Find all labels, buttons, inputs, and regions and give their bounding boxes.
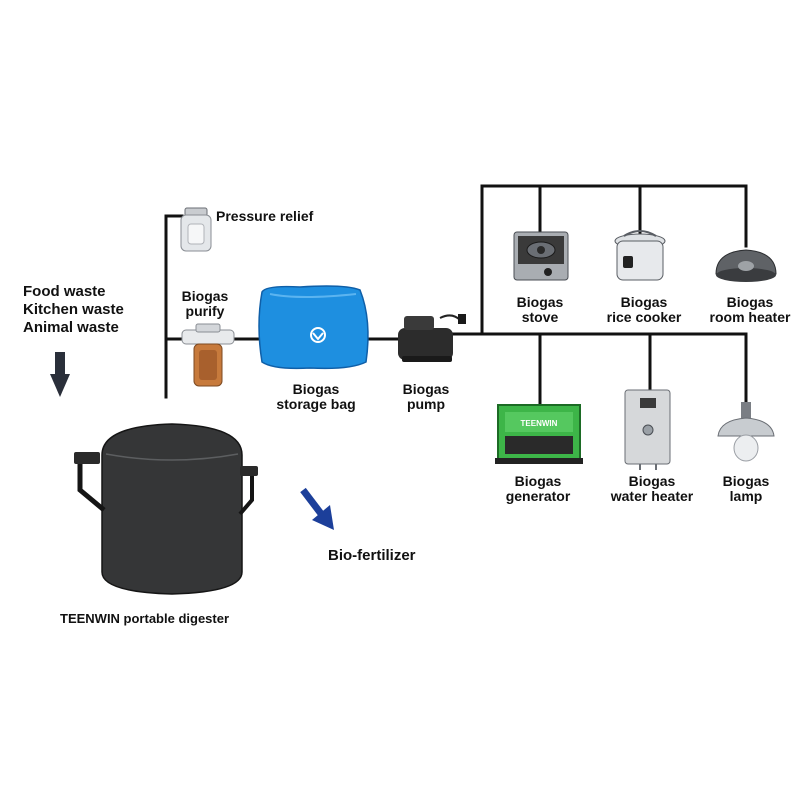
water-heater-label-line1: Biogas [628, 473, 676, 489]
down-arrow-icon [50, 352, 70, 397]
lamp-label-line1: Biogas [722, 473, 770, 489]
biofertilizer-label: Bio-fertilizer [328, 547, 416, 564]
generator-label-line1: Biogas [514, 473, 562, 489]
rice-cooker [614, 230, 666, 281]
purifier-label-line2: purify [185, 303, 225, 319]
lamp-label: Biogas lamp [714, 474, 778, 504]
pressure-relief-valve [180, 207, 212, 252]
waste-item: Food waste [23, 283, 106, 300]
purifier-label-line1: Biogas [181, 288, 229, 304]
rice-cooker-label: Biogas rice cooker [598, 295, 690, 325]
generator-brand-text: TEENWIN [521, 419, 558, 428]
room-heater [715, 249, 777, 282]
purifier-filter [181, 323, 235, 387]
pump-label-line1: Biogas [402, 381, 450, 397]
waste-item: Kitchen waste [23, 301, 124, 318]
storage-bag [258, 285, 369, 370]
stove-label-line2: stove [521, 309, 559, 325]
generator: TEENWIN [495, 404, 583, 464]
gas-pipes [164, 184, 748, 406]
pressure-relief-label: Pressure relief [216, 208, 314, 224]
storage-bag-label: Biogas storage bag [271, 382, 361, 412]
stove-label-line1: Biogas [516, 294, 564, 310]
generator-label: Biogas generator [497, 474, 579, 504]
biofertilizer-arrow-icon [300, 487, 334, 530]
digester-label: TEENWIN portable digester [60, 611, 230, 626]
water-heater-label-line2: water heater [610, 488, 694, 504]
pump-label-line2: pump [406, 396, 446, 412]
lamp-label-line2: lamp [729, 488, 763, 504]
room-heater-label-line1: Biogas [726, 294, 774, 310]
waste-item: Animal waste [23, 319, 119, 336]
purifier-label: Biogas purify [177, 289, 233, 319]
water-heater [624, 389, 671, 470]
stove-label: Biogas stove [505, 295, 575, 325]
input-wastes-list: Food waste Kitchen waste Animal waste [23, 283, 124, 337]
stove [513, 231, 569, 281]
lamp [717, 402, 775, 462]
storage-bag-label-line2: storage bag [276, 396, 356, 412]
storage-bag-label-line1: Biogas [292, 381, 340, 397]
water-heater-label: Biogas water heater [600, 474, 704, 504]
pump [398, 314, 466, 362]
rice-cooker-label-line1: Biogas [620, 294, 668, 310]
room-heater-label: Biogas room heater [704, 295, 796, 325]
rice-cooker-label-line2: rice cooker [606, 309, 682, 325]
pump-label: Biogas pump [395, 382, 457, 412]
room-heater-label-line2: room heater [709, 309, 791, 325]
generator-label-line2: generator [505, 488, 571, 504]
digester [74, 423, 258, 595]
